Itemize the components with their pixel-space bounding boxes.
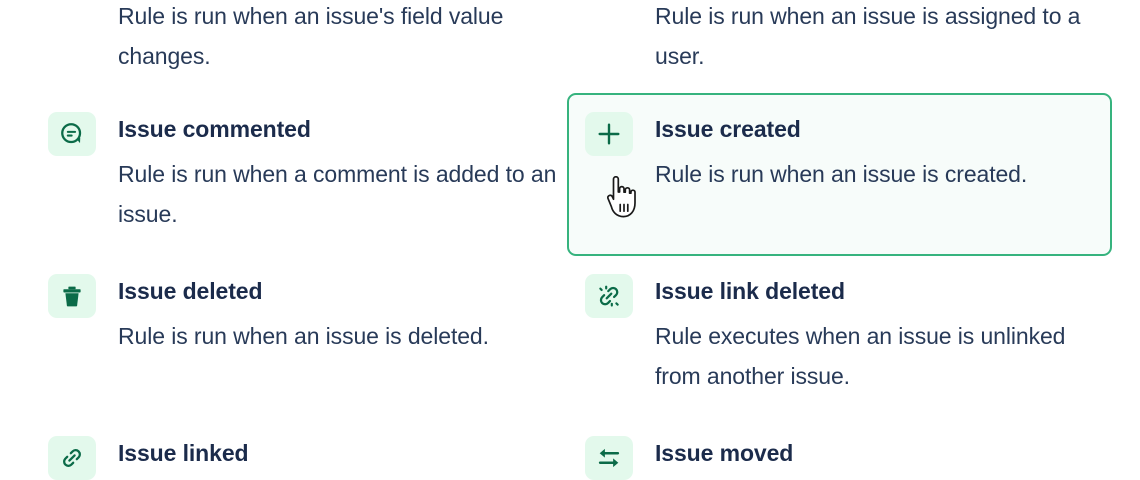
trigger-title: Issue deleted — [118, 278, 263, 304]
trigger-title: Issue linked — [118, 440, 249, 466]
trigger-header: Issue deleted — [48, 272, 558, 318]
trigger-item-issue-link-deleted[interactable]: Issue link deleted Rule executes when an… — [585, 272, 1111, 389]
trigger-header: Issue linked — [48, 434, 558, 480]
trigger-item-issue-commented[interactable]: Issue commented Rule is run when a comme… — [48, 110, 558, 227]
trigger-header: Issue moved — [585, 434, 1111, 480]
trigger-item-issue-moved[interactable]: Issue moved — [585, 434, 1111, 480]
trigger-item-issue-deleted[interactable]: Issue deleted Rule is run when an issue … — [48, 272, 558, 349]
link-icon — [48, 436, 96, 480]
selected-trigger-card-issue-created[interactable] — [567, 93, 1112, 256]
plus-icon — [585, 112, 633, 156]
transfer-arrows-icon — [585, 436, 633, 480]
broken-link-icon — [585, 274, 633, 318]
trigger-header: Issue created — [585, 110, 1111, 156]
trash-icon — [48, 274, 96, 318]
trigger-description: Rule is run when an issue is deleted. — [118, 323, 489, 349]
trigger-title: Issue commented — [118, 116, 311, 142]
trigger-description-field-value-changed: Rule is run when an issue's field value … — [118, 3, 504, 69]
trigger-title: Issue link deleted — [655, 278, 845, 304]
trigger-description: Rule is run when an issue is created. — [655, 161, 1028, 187]
comment-bubble-icon — [48, 112, 96, 156]
trigger-header: Issue commented — [48, 110, 558, 156]
trigger-item-issue-created[interactable]: Issue created Rule is run when an issue … — [585, 110, 1111, 187]
trigger-item-issue-linked[interactable]: Issue linked — [48, 434, 558, 480]
trigger-header: Issue link deleted — [585, 272, 1111, 318]
trigger-description-issue-assigned: Rule is run when an issue is assigned to… — [655, 3, 1081, 69]
trigger-title: Issue moved — [655, 440, 794, 466]
trigger-title: Issue created — [655, 116, 801, 142]
trigger-description: Rule is run when a comment is added to a… — [118, 161, 557, 227]
trigger-description: Rule executes when an issue is unlinked … — [655, 323, 1066, 389]
